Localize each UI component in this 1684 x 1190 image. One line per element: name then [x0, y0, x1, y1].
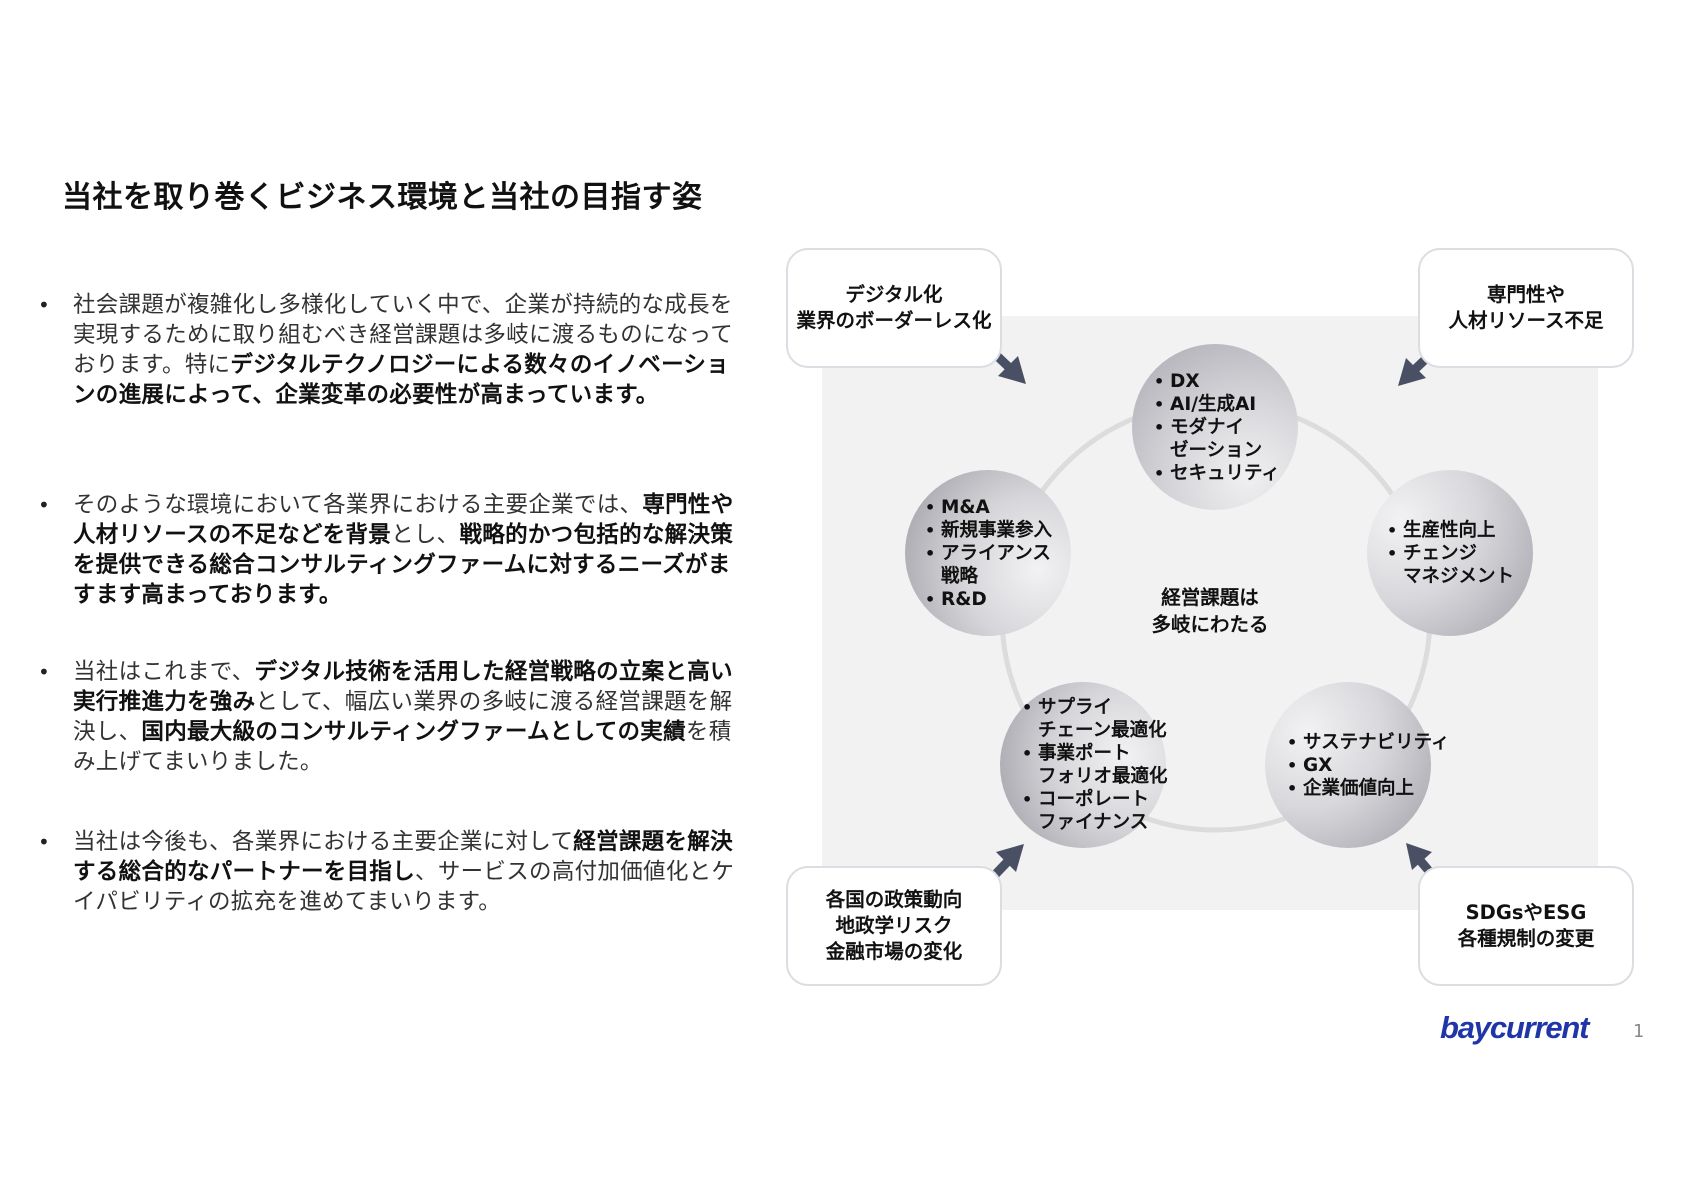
driver-text: デジタル化 — [845, 283, 943, 306]
driver-text: 地政学リスク — [835, 914, 953, 937]
driver-text: 業界のボーダーレス化 — [796, 309, 992, 332]
topic-item: M&A — [925, 496, 1052, 519]
bullet-text: 社会課題が複雑化し多様化していく中で、企業が持続的な成長を実現するために取り組む… — [73, 290, 738, 410]
driver-text: 各国の政策動向 — [825, 888, 963, 911]
bullet-emphasis: 戦略的かつ包括的な解決策を提供できる総合コンサルティングファームに対するニーズが… — [73, 522, 734, 608]
topic-item: R&D — [925, 588, 1052, 611]
driver-text: SDGsやESG — [1465, 901, 1587, 924]
bullet-dot-icon: • — [38, 493, 50, 517]
bullet-dot-icon: • — [38, 293, 50, 317]
driver-box-digitalization: デジタル化 業界のボーダーレス化 — [786, 248, 1002, 368]
topic-item: 新規事業参入 — [925, 519, 1052, 542]
bullet-dot-icon: • — [38, 660, 50, 684]
topic-circle-sustainability: サステナビリティ GX 企業価値向上 — [1265, 682, 1450, 848]
bullet-text: そのような環境において各業界における主要企業では、専門性や人材リソースの不足など… — [73, 490, 738, 610]
bullet-segment: 社会課題が複雑化し多様化していく中で、企業が持続的な成長を実現するために取り組む… — [73, 292, 734, 378]
diagram-center-label: 経営課題は 多岐にわたる — [1130, 584, 1290, 638]
driver-text: 人材リソース不足 — [1448, 309, 1604, 332]
topic-item: GX — [1287, 754, 1450, 777]
bullet-segment: として、幅広い業界の多岐に渡る経営課題を解決し、 — [73, 689, 733, 745]
center-label-line: 多岐にわたる — [1151, 613, 1269, 636]
driver-text: 各種規制の変更 — [1457, 927, 1595, 950]
topic-item: 生産性向上 — [1387, 519, 1514, 542]
driver-box-geopolitics: 各国の政策動向 地政学リスク 金融市場の変化 — [786, 866, 1002, 986]
bullet-item: • 社会課題が複雑化し多様化していく中で、企業が持続的な成長を実現するために取り… — [38, 290, 738, 410]
bullet-segment: 、サービスの高付加価値化とケイパビリティの拡充を進めてまいります。 — [73, 859, 735, 915]
bullet-segment: 当社はこれまで、 — [73, 659, 255, 685]
center-label-line: 経営課題は — [1161, 586, 1259, 609]
bullet-segment: とし、 — [391, 522, 460, 548]
driver-text: 金融市場の変化 — [825, 940, 963, 963]
bullet-text: 当社は今後も、各業界における主要企業に対して経営課題を解決する総合的なパートナー… — [73, 827, 738, 917]
topic-item: セキュリティ — [1154, 462, 1280, 485]
topic-item: DX — [1154, 370, 1280, 393]
topic-item: サステナビリティ — [1287, 731, 1450, 754]
page-title: 当社を取り巻くビジネス環境と当社の目指す姿 — [62, 180, 703, 215]
bullet-emphasis: 専門性や人材リソースの不足などを背景 — [73, 492, 734, 548]
bullet-segment: を積み上げてまいりました。 — [73, 719, 732, 775]
bullet-item: • そのような環境において各業界における主要企業では、専門性や人材リソースの不足… — [38, 490, 738, 610]
bullet-emphasis: デジタル技術を活用した経営戦略の立案と高い実行推進力を強み — [73, 659, 733, 715]
bullet-text: 当社はこれまで、デジタル技術を活用した経営戦略の立案と高い実行推進力を強みとして… — [73, 657, 738, 777]
bullet-emphasis: 経営課題を解決する総合的なパートナーを目指し — [73, 829, 733, 885]
topic-item: 企業価値向上 — [1287, 777, 1450, 800]
driver-box-sdgs-esg: SDGsやESG 各種規制の変更 — [1418, 866, 1634, 986]
bullet-item: • 当社はこれまで、デジタル技術を活用した経営戦略の立案と高い実行推進力を強みと… — [38, 657, 738, 777]
driver-box-talent-shortage: 専門性や 人材リソース不足 — [1418, 248, 1634, 368]
company-logo: baycurrent — [1440, 1010, 1589, 1045]
bullet-emphasis: 国内最大級のコンサルティングファームとしての実績 — [141, 719, 686, 745]
bullet-segment: 当社は今後も、各業界における主要企業に対して — [73, 829, 574, 855]
page-number: 1 — [1633, 1021, 1644, 1042]
topic-item: AI/生成AI — [1154, 393, 1280, 416]
bullet-emphasis: デジタルテクノロジーによる数々のイノベーションの進展によって、企業変革の必要性が… — [73, 352, 730, 408]
driver-text: 専門性や — [1486, 283, 1565, 306]
bullet-dot-icon: • — [38, 830, 50, 854]
bullet-segment: そのような環境において各業界における主要企業では、 — [73, 492, 643, 518]
bullet-item: • 当社は今後も、各業界における主要企業に対して経営課題を解決する総合的なパート… — [38, 827, 738, 917]
